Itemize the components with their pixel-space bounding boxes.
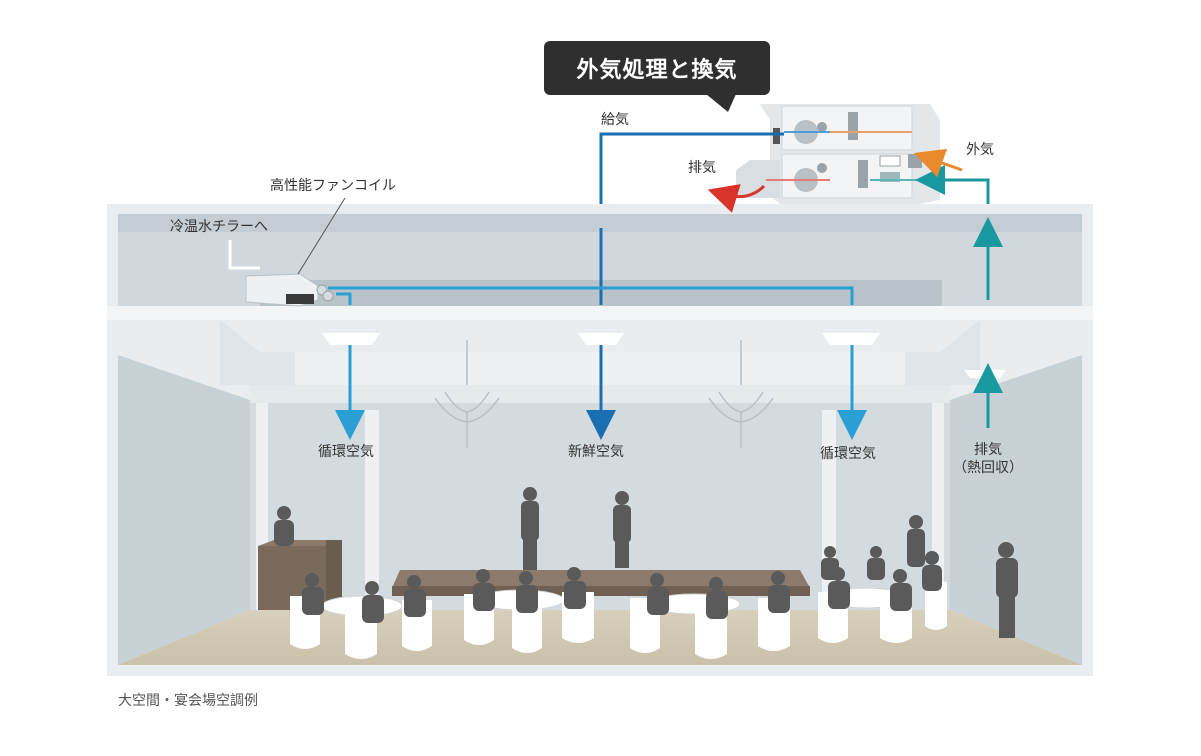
- right-wall: [950, 355, 1082, 665]
- stage-table-icon: [392, 570, 810, 588]
- fresh-air-label: 新鮮空気: [568, 444, 624, 460]
- recirc-duct: [328, 286, 867, 440]
- title-bubble: 外気処理と換気: [544, 41, 770, 95]
- seated-guests: [302, 546, 942, 623]
- left-wall: [118, 355, 250, 665]
- diagram-caption: 大空間・宴会場空調例: [118, 693, 258, 709]
- chiller-label: 冷温水チラーへ: [170, 219, 268, 235]
- fan-coil-unit-icon: [228, 240, 334, 307]
- supply-duct: [586, 132, 784, 440]
- supply-air-label: 給気: [601, 112, 629, 128]
- exhaust-top-label: 排気: [688, 160, 716, 176]
- exhaust-room-label: 排気 （熱回収）: [950, 442, 1026, 477]
- outside-air-label: 外気: [966, 142, 994, 158]
- people-silhouette-icon: [274, 487, 1018, 638]
- fan-coil-label: 高性能ファンコイル: [270, 178, 396, 194]
- exhaust-duct: [915, 165, 1003, 428]
- exhaust-room-line1: 排気: [974, 442, 1002, 458]
- recirc-right-label: 循環空気: [820, 446, 876, 462]
- air-handling-unit-icon: [736, 104, 940, 204]
- outside-air-arrow: [913, 148, 963, 178]
- title-bubble-pointer: [706, 94, 736, 112]
- exhaust-out-arrow: [707, 184, 766, 213]
- recirc-left-label: 循環空気: [318, 444, 374, 460]
- banquet-scene: [258, 487, 1018, 659]
- exhaust-room-line2: （熱回収）: [953, 459, 1023, 476]
- chandelier-icon: [434, 340, 774, 448]
- fan-coil-leader: [297, 197, 346, 275]
